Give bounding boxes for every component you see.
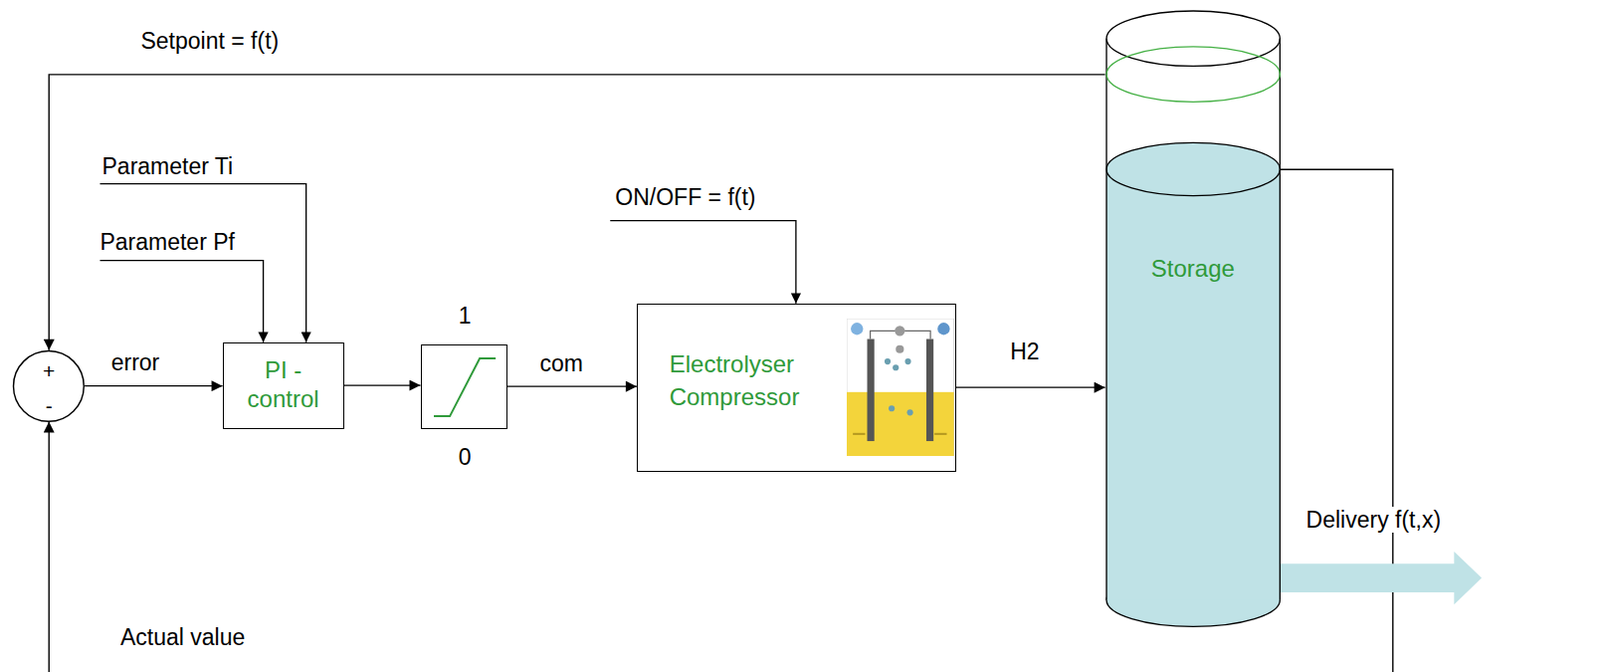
text-slot: - [12, 395, 85, 417]
onoff-leader [609, 220, 797, 304]
storage-cylinder [1105, 9, 1281, 628]
node-text: + [12, 360, 85, 383]
setpoint-level [1106, 46, 1280, 102]
summing-junction: +- [12, 350, 85, 422]
electrolysis-illustration [846, 318, 955, 456]
node-text: Electrolyser Compressor [669, 347, 848, 415]
signal-label: H2 [1007, 338, 1041, 365]
text-slot: + [12, 360, 85, 383]
parameter-leader [100, 184, 307, 343]
signal-connector [344, 384, 421, 386]
input-label: ON/OFF = f(t) [612, 184, 758, 210]
signal-label: error [109, 349, 163, 376]
node-text: Storage [1105, 254, 1281, 284]
input-label: Parameter Ti [100, 153, 236, 180]
signal-connector [507, 385, 637, 387]
text-slot: 1 [421, 302, 509, 330]
node-text: PI - control [231, 356, 335, 413]
delivery-arrow [1279, 551, 1482, 604]
text-slot: 0 [421, 443, 509, 471]
pi-controller-box: PI - control [222, 342, 345, 429]
signal-label: com [537, 350, 585, 377]
saturation-block: 10 [420, 344, 508, 429]
text-slot: Electrolyser Compressor [669, 347, 848, 415]
signal-label: Actual value [118, 623, 247, 650]
signal-label: Setpoint = f(t) [138, 27, 281, 54]
input-label: Parameter Pf [97, 228, 237, 255]
parameter-leader [100, 260, 264, 343]
text-slot: Storage [1105, 254, 1281, 284]
node-text: 1 [421, 302, 509, 330]
saturation-curve [433, 358, 496, 416]
signal-connector [48, 169, 1394, 672]
junction-circle [13, 350, 85, 421]
saturation-icon [421, 345, 507, 428]
storage-tank: Storage [1105, 9, 1281, 628]
input-label: Delivery f(t,x) [1304, 506, 1443, 533]
electrolyser-compressor-box: Electrolyser Compressor [636, 303, 957, 472]
signal-connector [84, 385, 222, 387]
signal-connector [956, 386, 1106, 388]
node-text: - [12, 395, 85, 417]
node-text: 0 [421, 443, 509, 471]
